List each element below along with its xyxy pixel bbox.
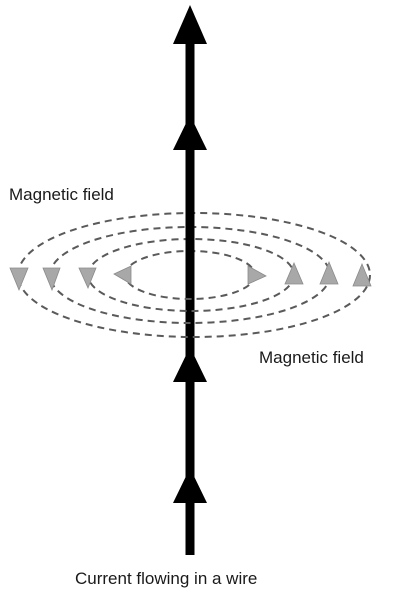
field-line-4-front [17,274,371,338]
current-arrow-middle-icon [173,347,207,382]
field-arrow-right-1-icon [247,265,267,285]
field-arrow-left-2-icon [42,267,61,292]
field-line-2-front [87,274,295,312]
field-arrow-left-3-icon [78,267,97,290]
field-line-2-back [87,238,295,276]
diagram-caption: Current flowing in a wire [75,569,258,588]
field-line-3-front [49,274,331,324]
field-arrow-right-2-icon [284,261,304,285]
field-arrow-right-4-icon [352,262,372,287]
field-arrow-left-4-icon [113,265,132,285]
magnetic-field-label-bottom: Magnetic field [259,348,364,367]
current-arrow-top-icon [173,5,207,44]
current-arrow-lower-icon [173,468,207,503]
field-arrow-right-3-icon [319,260,339,285]
field-line-1-front [124,274,256,300]
magnetic-field-label-top: Magnetic field [9,185,114,204]
current-arrow-upper-icon [173,115,207,150]
field-arrow-left-1-icon [9,267,29,292]
